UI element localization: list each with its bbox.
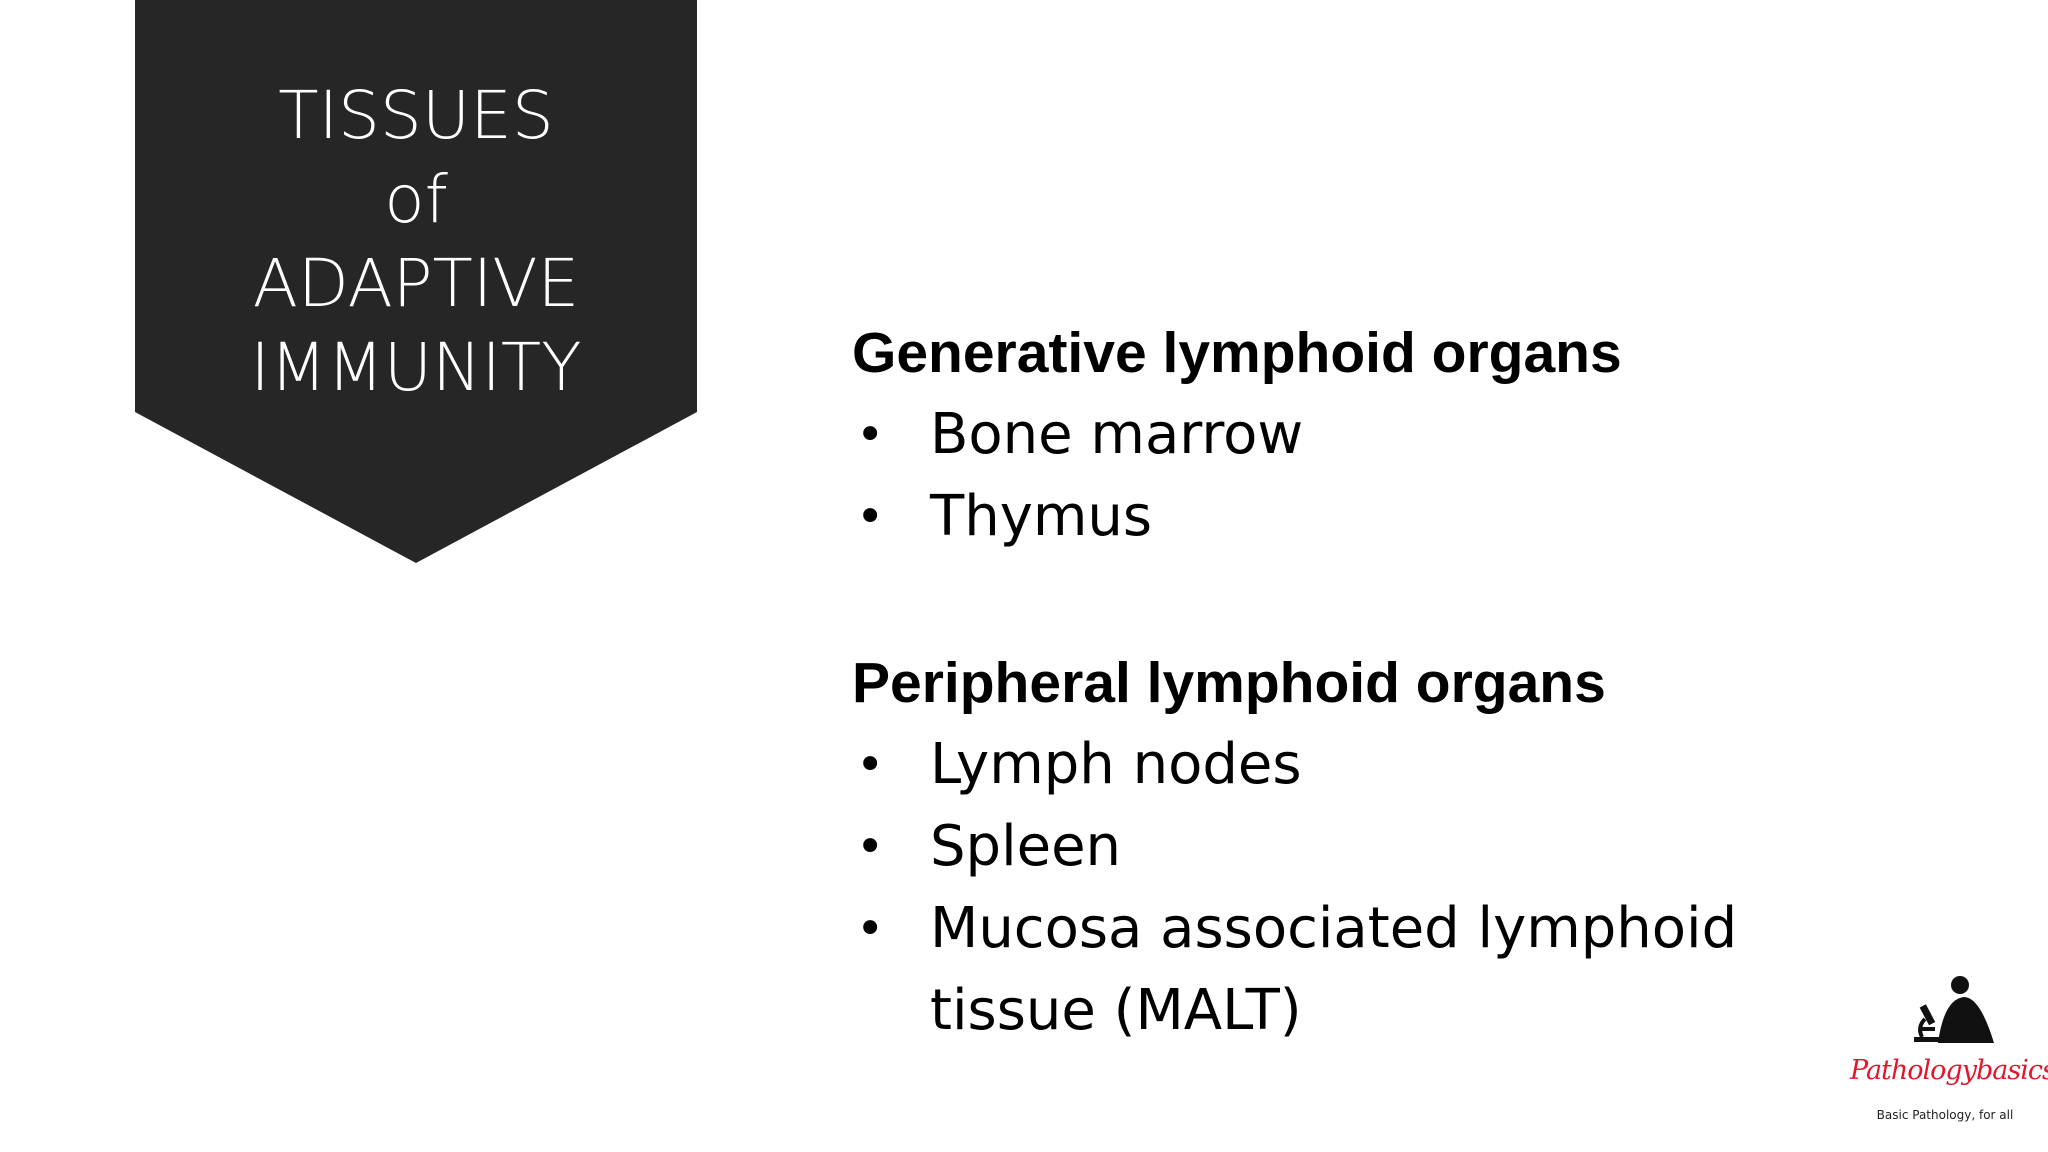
list-item-text: Lymph nodes (930, 732, 1302, 797)
list-item: • Mucosa associated lymphoid tissue (MAL… (852, 888, 1810, 1052)
bullet-icon: • (856, 901, 885, 957)
brand-name: Pathologybasics (1850, 1055, 2048, 1086)
title-line: TISSUES (278, 77, 554, 154)
microscope-person-icon (1914, 976, 1994, 1043)
title-line: IMMUNITY (250, 329, 582, 406)
bullet-icon: • (856, 819, 885, 875)
list-item-text: Thymus (930, 484, 1153, 549)
section-heading: Generative lymphoid organs (852, 321, 1622, 385)
bullet-icon: • (856, 407, 885, 463)
list-item: • Thymus (852, 476, 1810, 558)
slide-content: Generative lymphoid organs • Bone marrow… (852, 312, 1852, 1052)
bullet-list: • Lymph nodes • Spleen • Mucosa associat… (852, 724, 1852, 1052)
slide-title: TISSUES of ADAPTIVE IMMUNITY (135, 74, 697, 410)
section-heading: Peripheral lymphoid organs (852, 651, 1606, 715)
list-item: • Spleen (852, 806, 1810, 888)
list-item-text: Bone marrow (930, 402, 1304, 467)
brand-tagline: Basic Pathology, for all (1876, 1108, 2014, 1122)
bullet-list: • Bone marrow • Thymus (852, 394, 1852, 558)
brand-logo: Pathologybasics Basic Pathology, for all (1850, 975, 2048, 1135)
list-item-text: Mucosa associated lymphoid tissue (MALT) (930, 896, 1738, 1043)
title-line: of (384, 161, 448, 238)
title-line: ADAPTIVE (252, 245, 580, 322)
bullet-icon: • (856, 737, 885, 793)
list-item: • Lymph nodes (852, 724, 1810, 806)
bullet-icon: • (856, 489, 885, 545)
list-item: • Bone marrow (852, 394, 1810, 476)
section-peripheral: Peripheral lymphoid organs • Lymph nodes… (852, 642, 1852, 1052)
list-item-text: Spleen (930, 814, 1122, 879)
chevron-banner-shape (135, 0, 697, 563)
section-generative: Generative lymphoid organs • Bone marrow… (852, 312, 1852, 558)
